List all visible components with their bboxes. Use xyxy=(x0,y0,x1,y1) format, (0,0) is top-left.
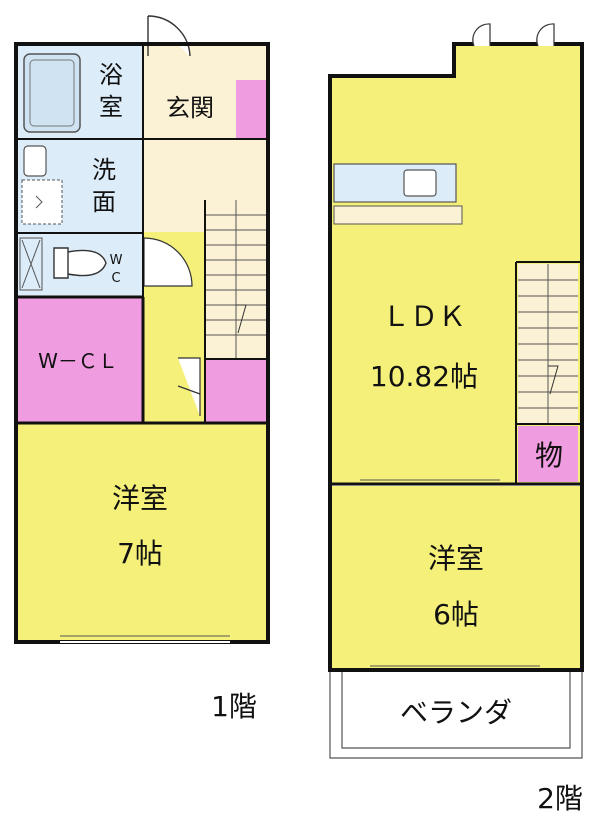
floor-1-plan: 浴 室 玄関 洗 面 W C W－ＣＬ 洋室 7帖 1階 xyxy=(14,15,270,723)
floor-1-label: 1階 xyxy=(211,690,257,723)
toilet-door xyxy=(143,237,193,287)
entrance-shoe-box xyxy=(236,80,266,138)
kitchen-counter xyxy=(333,163,457,203)
kitchen-sink-icon xyxy=(403,169,437,197)
ldk-name-label: ＬＤＫ xyxy=(382,300,466,333)
balcony-railing xyxy=(329,672,583,759)
wc-label-2: C xyxy=(111,271,120,286)
bath-label-1: 浴 xyxy=(99,61,123,89)
closet-door xyxy=(177,357,201,416)
walk-in-closet-label: W－ＣＬ xyxy=(38,349,118,373)
balcony-area xyxy=(332,674,580,756)
storage-area xyxy=(518,426,578,482)
western-room-1f-name: 洋室 xyxy=(112,482,168,515)
entrance-label: 玄関 xyxy=(166,94,214,122)
closet-under-stair xyxy=(206,360,266,422)
washroom-label-1: 洗 xyxy=(92,156,116,184)
staircase-1f xyxy=(206,200,266,358)
bath-label-2: 室 xyxy=(99,93,123,121)
staircase-2f xyxy=(518,264,578,424)
bathtub-icon xyxy=(23,53,81,133)
toilet-icon xyxy=(53,247,107,279)
floor-2-label: 2階 xyxy=(537,782,583,815)
western-room-2f-area xyxy=(332,486,580,668)
wc-label-1: W xyxy=(110,253,123,268)
floor-2-plan: ＬＤＫ 10.82帖 物 洋室 6帖 ベランダ 2階 xyxy=(328,23,584,815)
ldk-size-label: 10.82帖 xyxy=(370,360,478,393)
western-room-1f-area xyxy=(18,424,266,640)
washroom-label-2: 面 xyxy=(92,188,116,216)
balcony-label: ベランダ xyxy=(400,696,512,729)
sink-icon xyxy=(23,145,47,177)
western-room-1f-size: 7帖 xyxy=(117,537,163,570)
western-room-2f-size: 6帖 xyxy=(433,598,479,631)
walk-in-closet-area xyxy=(18,298,142,422)
north-door-left xyxy=(472,23,491,47)
western-room-2f-name: 洋室 xyxy=(428,542,484,575)
storage-label: 物 xyxy=(535,439,563,472)
north-door-right xyxy=(536,23,555,47)
walls-2f xyxy=(328,42,584,672)
